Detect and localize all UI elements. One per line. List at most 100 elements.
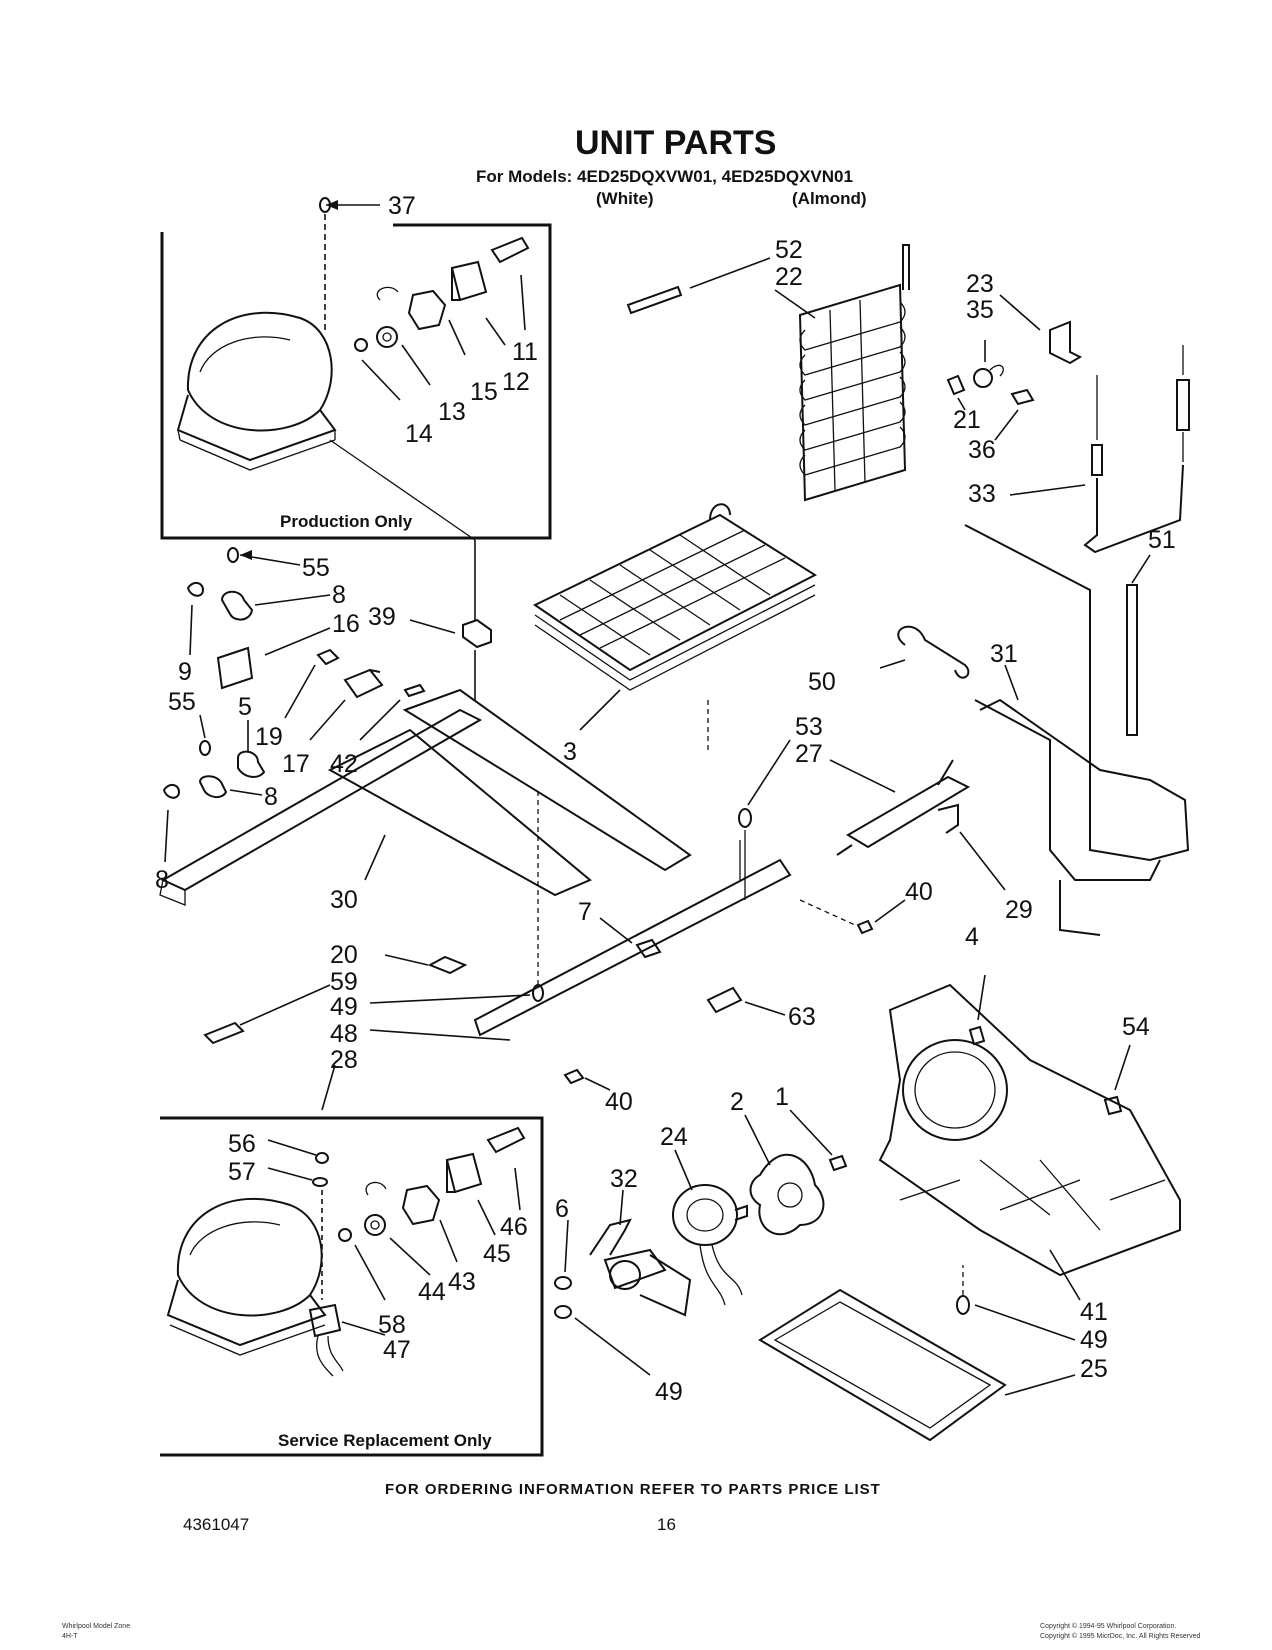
callout-9: 9 [178,658,192,686]
callout-27: 27 [795,740,823,768]
callout-2: 2 [730,1088,744,1116]
callout-58: 58 [378,1311,406,1339]
callout-24: 24 [660,1123,688,1151]
part-49-screw-b [554,1305,572,1319]
part-1-clip [828,1154,848,1172]
callout-57: 57 [228,1158,256,1186]
callout-55b: 55 [168,688,196,716]
part-47-capacitor [308,1303,342,1338]
part-30-bracket [327,728,592,897]
callout-54: 54 [1122,1013,1150,1041]
fine-print-right-2: Copyright © 1995 MicrDoc, Inc. All Right… [1040,1632,1200,1640]
part-17-capacitor [343,668,384,699]
part-8-clip-c [162,784,181,799]
part-46-clip [486,1126,526,1154]
part-48-rail [473,858,792,1037]
callout-50: 50 [808,668,836,696]
callout-46: 46 [500,1213,528,1241]
callout-25: 25 [1080,1355,1108,1383]
callout-36: 36 [968,436,996,464]
compressor-production [176,311,337,471]
part-6-screw [554,1276,572,1290]
part-5-clip [237,750,266,778]
part-55-screw-b [199,740,211,756]
callout-40a: 40 [905,878,933,906]
callout-49b: 49 [655,1378,683,1406]
part-25-drain-pan [758,1288,1007,1442]
part-23-bracket [1049,320,1083,365]
callout-17: 17 [282,750,310,778]
service-replacement-caption: Service Replacement Only [278,1431,492,1450]
production-only-box: Production Only [160,197,552,540]
part-51-tube [1126,584,1138,736]
callout-39: 39 [368,603,396,631]
part-56-nut [315,1152,329,1164]
part-27-drier [846,775,971,849]
page-number: 16 [657,1515,676,1534]
callout-44: 44 [418,1278,446,1306]
part-32-motor-bracket [589,1218,692,1317]
part-54-nut [1103,1095,1123,1116]
part-9-clip [186,582,205,597]
callout-28: 28 [330,1046,358,1074]
callout-37: 37 [388,192,416,220]
callout-45: 45 [483,1240,511,1268]
part-8-clip-b [198,775,228,798]
part-33-tube-assembly [1083,345,1190,554]
callout-13: 13 [438,398,466,426]
callout-29: 29 [1005,896,1033,924]
compressor-service [166,1197,327,1356]
part-58-grommet [338,1228,352,1242]
part-43-relay [401,1184,441,1226]
callout-49a: 49 [330,993,358,1021]
part-21-screw [946,374,966,396]
callout-23: 23 [966,270,994,298]
callout-22: 22 [775,263,803,291]
base-frame-rails [159,688,792,1037]
callout-53: 53 [795,713,823,741]
callout-16: 16 [332,610,360,638]
part-24-fan-motor [672,1184,748,1306]
part-4-screw [968,1025,986,1046]
callout-43: 43 [448,1268,476,1296]
callout-56: 56 [228,1130,256,1158]
page-title: UNIT PARTS [575,124,776,162]
part-19-plug [316,648,340,666]
callout-8b: 8 [264,783,278,811]
part-57-washer [312,1177,328,1187]
callout-52: 52 [775,236,803,264]
callout-15: 15 [470,378,498,406]
part-42-screw [403,683,426,698]
service-replacement-box: Service Replacement Only [160,1116,544,1457]
part-44-overload [364,1214,386,1236]
part-12-relay-cover [450,260,488,302]
part-14-grommet [354,338,368,352]
part-39-grommet [462,618,492,649]
callout-21: 21 [953,406,981,434]
models-line: For Models: 4ED25DQXVW01, 4ED25DQXVN01 [476,167,853,186]
callout-11: 11 [512,338,538,366]
part-63-plug [706,986,743,1014]
callout-33: 33 [968,480,996,508]
part-29-bracket [937,803,959,834]
part-41-base-plate [878,983,1181,1277]
part-36-clip [1010,388,1035,406]
part-31-tube [964,524,1190,862]
callout-30: 30 [330,886,358,914]
fine-print-right-1: Copyright © 1994-95 Whirlpool Corporatio… [1040,1622,1176,1630]
callout-49c: 49 [1080,1326,1108,1354]
callout-6: 6 [555,1195,569,1223]
part-13-overload [376,326,398,348]
part-20-clip [427,955,468,975]
callout-35: 35 [966,296,994,324]
part-59-spring [203,1021,245,1045]
part-40-screw-b [563,1068,585,1085]
callout-48: 48 [330,1020,358,1048]
callout-55a: 55 [302,554,330,582]
part-11-clip [490,236,530,264]
evaporator-coil [798,244,910,502]
part-8-clip-a [220,590,254,621]
callout-4: 4 [965,923,979,951]
part-16-switch [216,646,254,690]
color-white: (White) [596,189,654,208]
